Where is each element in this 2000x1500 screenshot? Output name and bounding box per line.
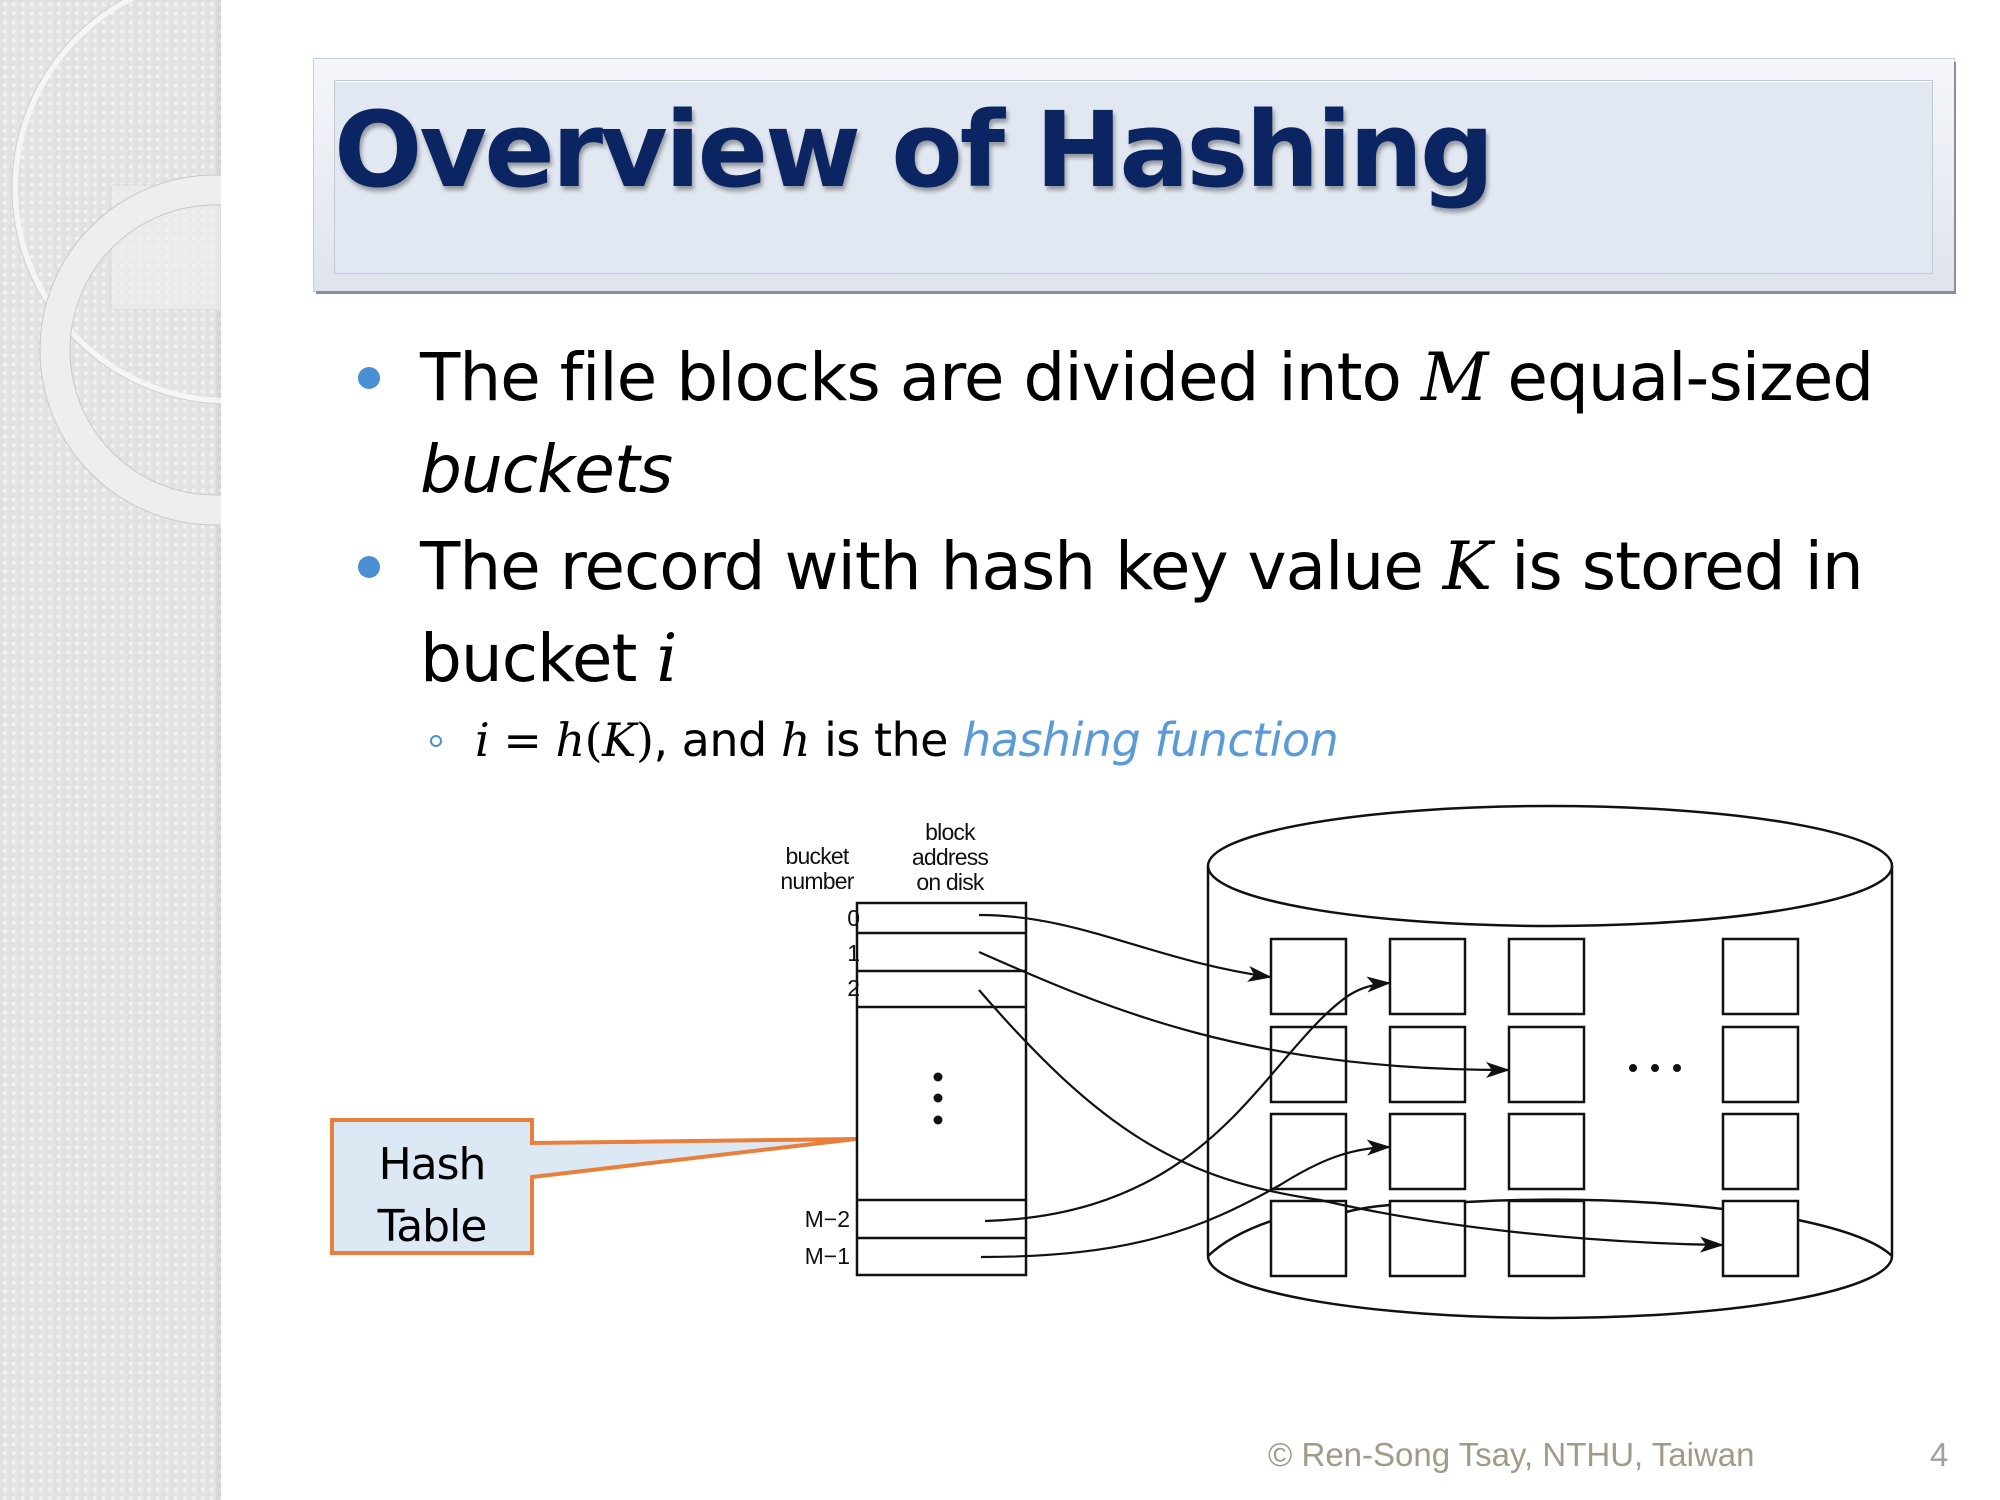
sub-bullet-formula: i = h(K), and h is the hashing function bbox=[475, 710, 1339, 770]
bullet-2-line-1: The record with hash key value K is stor… bbox=[420, 521, 1864, 613]
bullet-2-text-end: is stored in bbox=[1491, 528, 1864, 605]
row-label-0: 0 bbox=[847, 905, 860, 931]
header-line: address bbox=[911, 844, 989, 870]
slide-title: Overview of Hashing bbox=[334, 89, 1494, 211]
math-K: K bbox=[1442, 528, 1492, 605]
disk-block bbox=[1721, 937, 1800, 1016]
sub-bullet-text: , and bbox=[653, 713, 781, 767]
math-h: h bbox=[555, 713, 586, 767]
arrow-bucket-0 bbox=[978, 913, 1272, 982]
row-label-2: 2 bbox=[847, 975, 860, 1001]
arrow-bucket-1 bbox=[978, 950, 1510, 1078]
hash-table bbox=[855, 901, 1028, 1277]
disk-block bbox=[1269, 1025, 1348, 1104]
cylinder-bottom-back-left bbox=[1207, 1219, 1272, 1257]
sub-bullet-marker-icon bbox=[430, 735, 442, 747]
header-line: on disk bbox=[916, 869, 984, 895]
math-K: K bbox=[602, 713, 636, 767]
disk-block bbox=[1269, 937, 1348, 1016]
bullet-1-line-1: The file blocks are divided into M equal… bbox=[420, 332, 1874, 424]
math-M: M bbox=[1420, 339, 1489, 416]
hash-table-callout-label: Hash Table bbox=[332, 1134, 532, 1258]
header-line: block bbox=[925, 819, 976, 845]
bullet-1-line-2: buckets bbox=[420, 431, 673, 508]
hash-table-callout bbox=[330, 1118, 857, 1255]
bullet-marker-icon bbox=[358, 367, 380, 389]
disk-block bbox=[1507, 937, 1586, 1016]
disk-block bbox=[1388, 1112, 1467, 1191]
vertical-ellipsis-icon bbox=[933, 1072, 943, 1125]
row-label-m-2: M−2 bbox=[804, 1206, 850, 1232]
horizontal-ellipsis-icon bbox=[1629, 1064, 1681, 1072]
footer-copyright: © Ren-Song Tsay, NTHU, Taiwan bbox=[1268, 1436, 1755, 1473]
disk-block bbox=[1388, 937, 1467, 1016]
row-label-1: 1 bbox=[847, 940, 860, 966]
sub-bullet-text: is the bbox=[810, 713, 963, 767]
disk-block bbox=[1388, 1199, 1467, 1278]
header-line: number bbox=[780, 868, 854, 894]
disk-block bbox=[1507, 1025, 1586, 1104]
disk-block bbox=[1721, 1025, 1800, 1104]
row-label-m-1: M−1 bbox=[804, 1243, 850, 1269]
math-paren: ) bbox=[635, 713, 654, 767]
hashing-function-link[interactable]: hashing function bbox=[962, 713, 1339, 767]
bucket-number-header: bucket number bbox=[772, 844, 862, 894]
page-number: 4 bbox=[1930, 1436, 1949, 1473]
math-paren: ( bbox=[584, 713, 603, 767]
bullet-2-text: The record with hash key value bbox=[420, 528, 1443, 605]
block-address-header: block address on disk bbox=[895, 820, 1005, 895]
title-inner-panel bbox=[334, 80, 1933, 274]
math-i: i bbox=[656, 620, 677, 697]
disk-block bbox=[1507, 1112, 1586, 1191]
disk-block bbox=[1269, 1112, 1348, 1191]
decorative-rings bbox=[11, 0, 221, 526]
side-decoration-panel bbox=[0, 0, 221, 1500]
hash-table-outline bbox=[855, 901, 1028, 1277]
disk-cylinder bbox=[1206, 804, 1894, 1320]
arrow-bucket-m-2 bbox=[984, 976, 1391, 1223]
disk-block bbox=[1269, 1199, 1348, 1278]
bullet-marker-icon bbox=[358, 556, 380, 578]
cylinder-bottom-front bbox=[1206, 1255, 1894, 1320]
title-banner: Overview of Hashing bbox=[314, 59, 1954, 291]
arrow-bucket-m-1 bbox=[980, 1139, 1391, 1259]
disk-block bbox=[1721, 1199, 1800, 1278]
disk-block bbox=[1721, 1112, 1800, 1191]
cylinder-bottom-back-right bbox=[1797, 1218, 1893, 1257]
bullet-2-line-2: bucket i bbox=[420, 613, 677, 705]
callout-line: Table bbox=[377, 1201, 488, 1252]
disk-block bbox=[1388, 1025, 1467, 1104]
math-equals: = bbox=[489, 713, 556, 767]
math-h: h bbox=[780, 713, 811, 767]
header-line: bucket bbox=[785, 843, 850, 869]
bullet-1-text-end: equal-sized bbox=[1487, 339, 1874, 416]
disk-blocks bbox=[1269, 937, 1800, 1278]
cylinder-top bbox=[1206, 804, 1894, 928]
arrow-bucket-2 bbox=[978, 989, 1724, 1253]
bullet-1-text: The file blocks are divided into bbox=[420, 339, 1421, 416]
cylinder-bottom-back bbox=[1345, 1203, 1391, 1214]
cylinder-bottom-back bbox=[1465, 1198, 1724, 1211]
callout-line: Hash bbox=[378, 1139, 487, 1190]
math-i: i bbox=[475, 713, 490, 767]
bullet-2-continuation: bucket bbox=[420, 620, 657, 697]
